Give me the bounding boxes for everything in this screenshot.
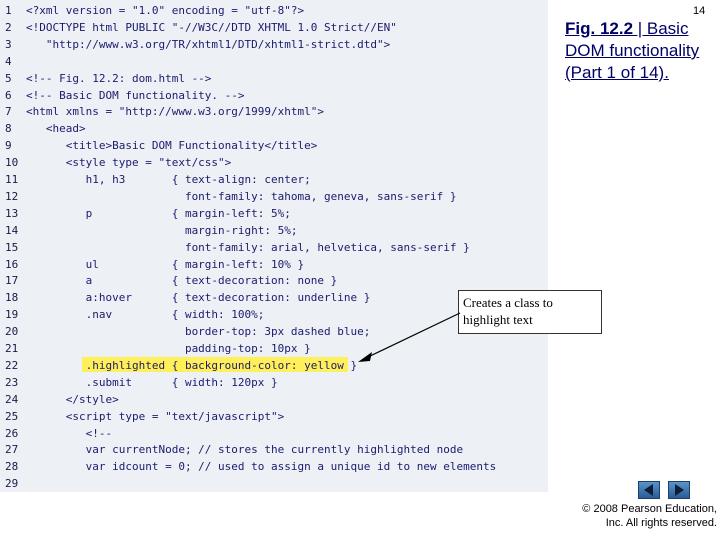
line-number: 23: [5, 375, 19, 389]
copyright: © 2008 Pearson Education, Inc. All right…: [560, 502, 717, 530]
line-number: 29: [5, 477, 19, 491]
code-line: 15 font-family: arial, helvetica, sans-s…: [0, 239, 548, 256]
line-number: 13: [5, 206, 19, 220]
code-line: 24 </style>: [0, 391, 548, 408]
next-slide-button[interactable]: [668, 481, 690, 499]
line-number: 21: [5, 342, 19, 355]
copyright-line-2: Inc. All rights reserved.: [605, 517, 717, 529]
code-text: <script type = "text/javascript">: [26, 409, 285, 423]
callout-box: Creates a class to highlight text: [458, 290, 602, 334]
line-number: 10: [5, 156, 19, 170]
line-number: 2: [5, 20, 12, 34]
code-text: font-family: arial, helvetica, sans-seri…: [26, 240, 470, 254]
code-line: 10 <style type = "text/css">: [0, 154, 548, 171]
line-number: 26: [5, 426, 19, 440]
slide-number: 14: [693, 5, 706, 17]
slide-title[interactable]: Fig. 12.2 | Basic DOM functionality (Par…: [565, 18, 717, 84]
line-number: 22: [5, 358, 19, 372]
line-number: 19: [5, 308, 19, 322]
line-number: 28: [5, 460, 19, 474]
code-text: p { margin-left: 5%;: [26, 206, 291, 220]
triangle-right-icon: [675, 484, 684, 496]
code-line: 28 var idcount = 0; // used to assign a …: [0, 458, 548, 475]
copyright-line-1: © 2008 Pearson Education,: [582, 503, 717, 515]
code-text: <style type = "text/css">: [26, 156, 232, 170]
code-line: 3 "http://www.w3.org/TR/xhtml1/DTD/xhtml…: [0, 36, 548, 53]
code-line: 5 <!-- Fig. 12.2: dom.html -->: [0, 70, 548, 87]
code-text: border-top: 3px dashed blue;: [26, 325, 371, 339]
code-line: 18 a:hover { text-decoration: underline …: [0, 289, 548, 306]
code-text: <html xmlns = "http://www.w3.org/1999/xh…: [26, 105, 325, 119]
triangle-left-icon: [644, 484, 653, 496]
code-text: <!--: [26, 426, 113, 440]
code-text: a:hover { text-decoration: underline }: [26, 291, 371, 305]
code-text: .highlighted { background-color: yellow …: [26, 358, 358, 372]
code-text: <!-- Basic DOM functionality. -->: [26, 88, 245, 102]
line-number: 15: [5, 240, 19, 254]
slide-title-text: | Basic DOM functionality (Part 1 of 14)…: [565, 19, 700, 82]
code-line: 4: [0, 53, 548, 70]
line-number: 7: [5, 105, 12, 119]
code-text: <!-- Fig. 12.2: dom.html -->: [26, 71, 212, 85]
code-line: 29: [0, 475, 548, 492]
code-line: 25 <script type = "text/javascript">: [0, 408, 548, 425]
code-line: 19 .nav { width: 100%;: [0, 306, 548, 323]
line-number: 25: [5, 409, 19, 423]
line-number: 8: [5, 122, 12, 136]
code-listing: 1 <?xml version = "1.0" encoding = "utf-8…: [0, 0, 548, 492]
code-text: font-family: tahoma, geneva, sans-serif …: [26, 189, 457, 203]
line-number: 16: [5, 257, 19, 271]
highlighted-code-band: [82, 357, 348, 372]
line-number: 14: [5, 223, 19, 237]
code-line: 20 border-top: 3px dashed blue;: [0, 323, 548, 340]
code-line: 16 ul { margin-left: 10% }: [0, 256, 548, 273]
code-line: 21 padding-top: 10px }: [0, 340, 548, 357]
code-line: 17 a { text-decoration: none }: [0, 272, 548, 289]
slide-title-fig: Fig. 12.2: [565, 19, 634, 38]
line-number: 9: [5, 139, 12, 153]
code-text: <!DOCTYPE html PUBLIC "-//W3C//DTD XHTML…: [26, 20, 397, 34]
code-text: <head>: [26, 122, 86, 136]
code-line: 14 margin-right: 5%;: [0, 222, 548, 239]
code-line: 7 <html xmlns = "http://www.w3.org/1999/x…: [0, 103, 548, 120]
code-text: <?xml version = "1.0" encoding = "utf-8"…: [26, 4, 305, 17]
code-line: 12 font-family: tahoma, geneva, sans-ser…: [0, 188, 548, 205]
line-number: 6: [5, 88, 12, 102]
code-line: 8 <head>: [0, 120, 548, 137]
code-text: "http://www.w3.org/TR/xhtml1/DTD/xhtml1-…: [26, 37, 391, 51]
code-text: </style>: [26, 392, 119, 406]
code-text: a { text-decoration: none }: [26, 274, 338, 288]
code-line: 13 p { margin-left: 5%;: [0, 205, 548, 222]
code-text: h1, h3 { text-align: center;: [26, 173, 311, 186]
code-line: 6 <!-- Basic DOM functionality. -->: [0, 87, 548, 104]
line-number: 27: [5, 443, 19, 457]
code-line: 23 .submit { width: 120px }: [0, 374, 548, 391]
line-number: 24: [5, 392, 19, 406]
line-number: 18: [5, 291, 19, 305]
line-number: 20: [5, 325, 19, 339]
code-text: ul { margin-left: 10% }: [26, 257, 305, 271]
line-number: 3: [5, 37, 12, 51]
code-text: var currentNode; // stores the currently…: [26, 443, 464, 457]
line-number: 17: [5, 274, 19, 288]
previous-slide-button[interactable]: [638, 481, 660, 499]
code-text: var idcount = 0; // used to assign a uni…: [26, 460, 497, 474]
code-line: 9 <title>Basic DOM Functionality</title>: [0, 137, 548, 154]
line-number: 11: [5, 173, 19, 186]
code-line: 1 <?xml version = "1.0" encoding = "utf-8…: [0, 2, 548, 19]
code-text: margin-right: 5%;: [26, 223, 298, 237]
code-line: 27 var currentNode; // stores the curren…: [0, 441, 548, 458]
line-number: 12: [5, 189, 19, 203]
code-line: 11 h1, h3 { text-align: center;: [0, 171, 548, 188]
code-line: 22 .highlighted { background-color: yell…: [0, 357, 548, 374]
code-text: <title>Basic DOM Functionality</title>: [26, 139, 318, 153]
line-number: 1: [5, 4, 12, 17]
line-number: 4: [5, 54, 12, 68]
code-text: padding-top: 10px }: [26, 342, 311, 355]
code-line: 26 <!--: [0, 425, 548, 442]
code-text: .submit { width: 120px }: [26, 375, 278, 389]
code-line: 2 <!DOCTYPE html PUBLIC "-//W3C//DTD XHTM…: [0, 19, 548, 36]
line-number: 5: [5, 71, 12, 85]
code-text: .nav { width: 100%;: [26, 308, 265, 322]
